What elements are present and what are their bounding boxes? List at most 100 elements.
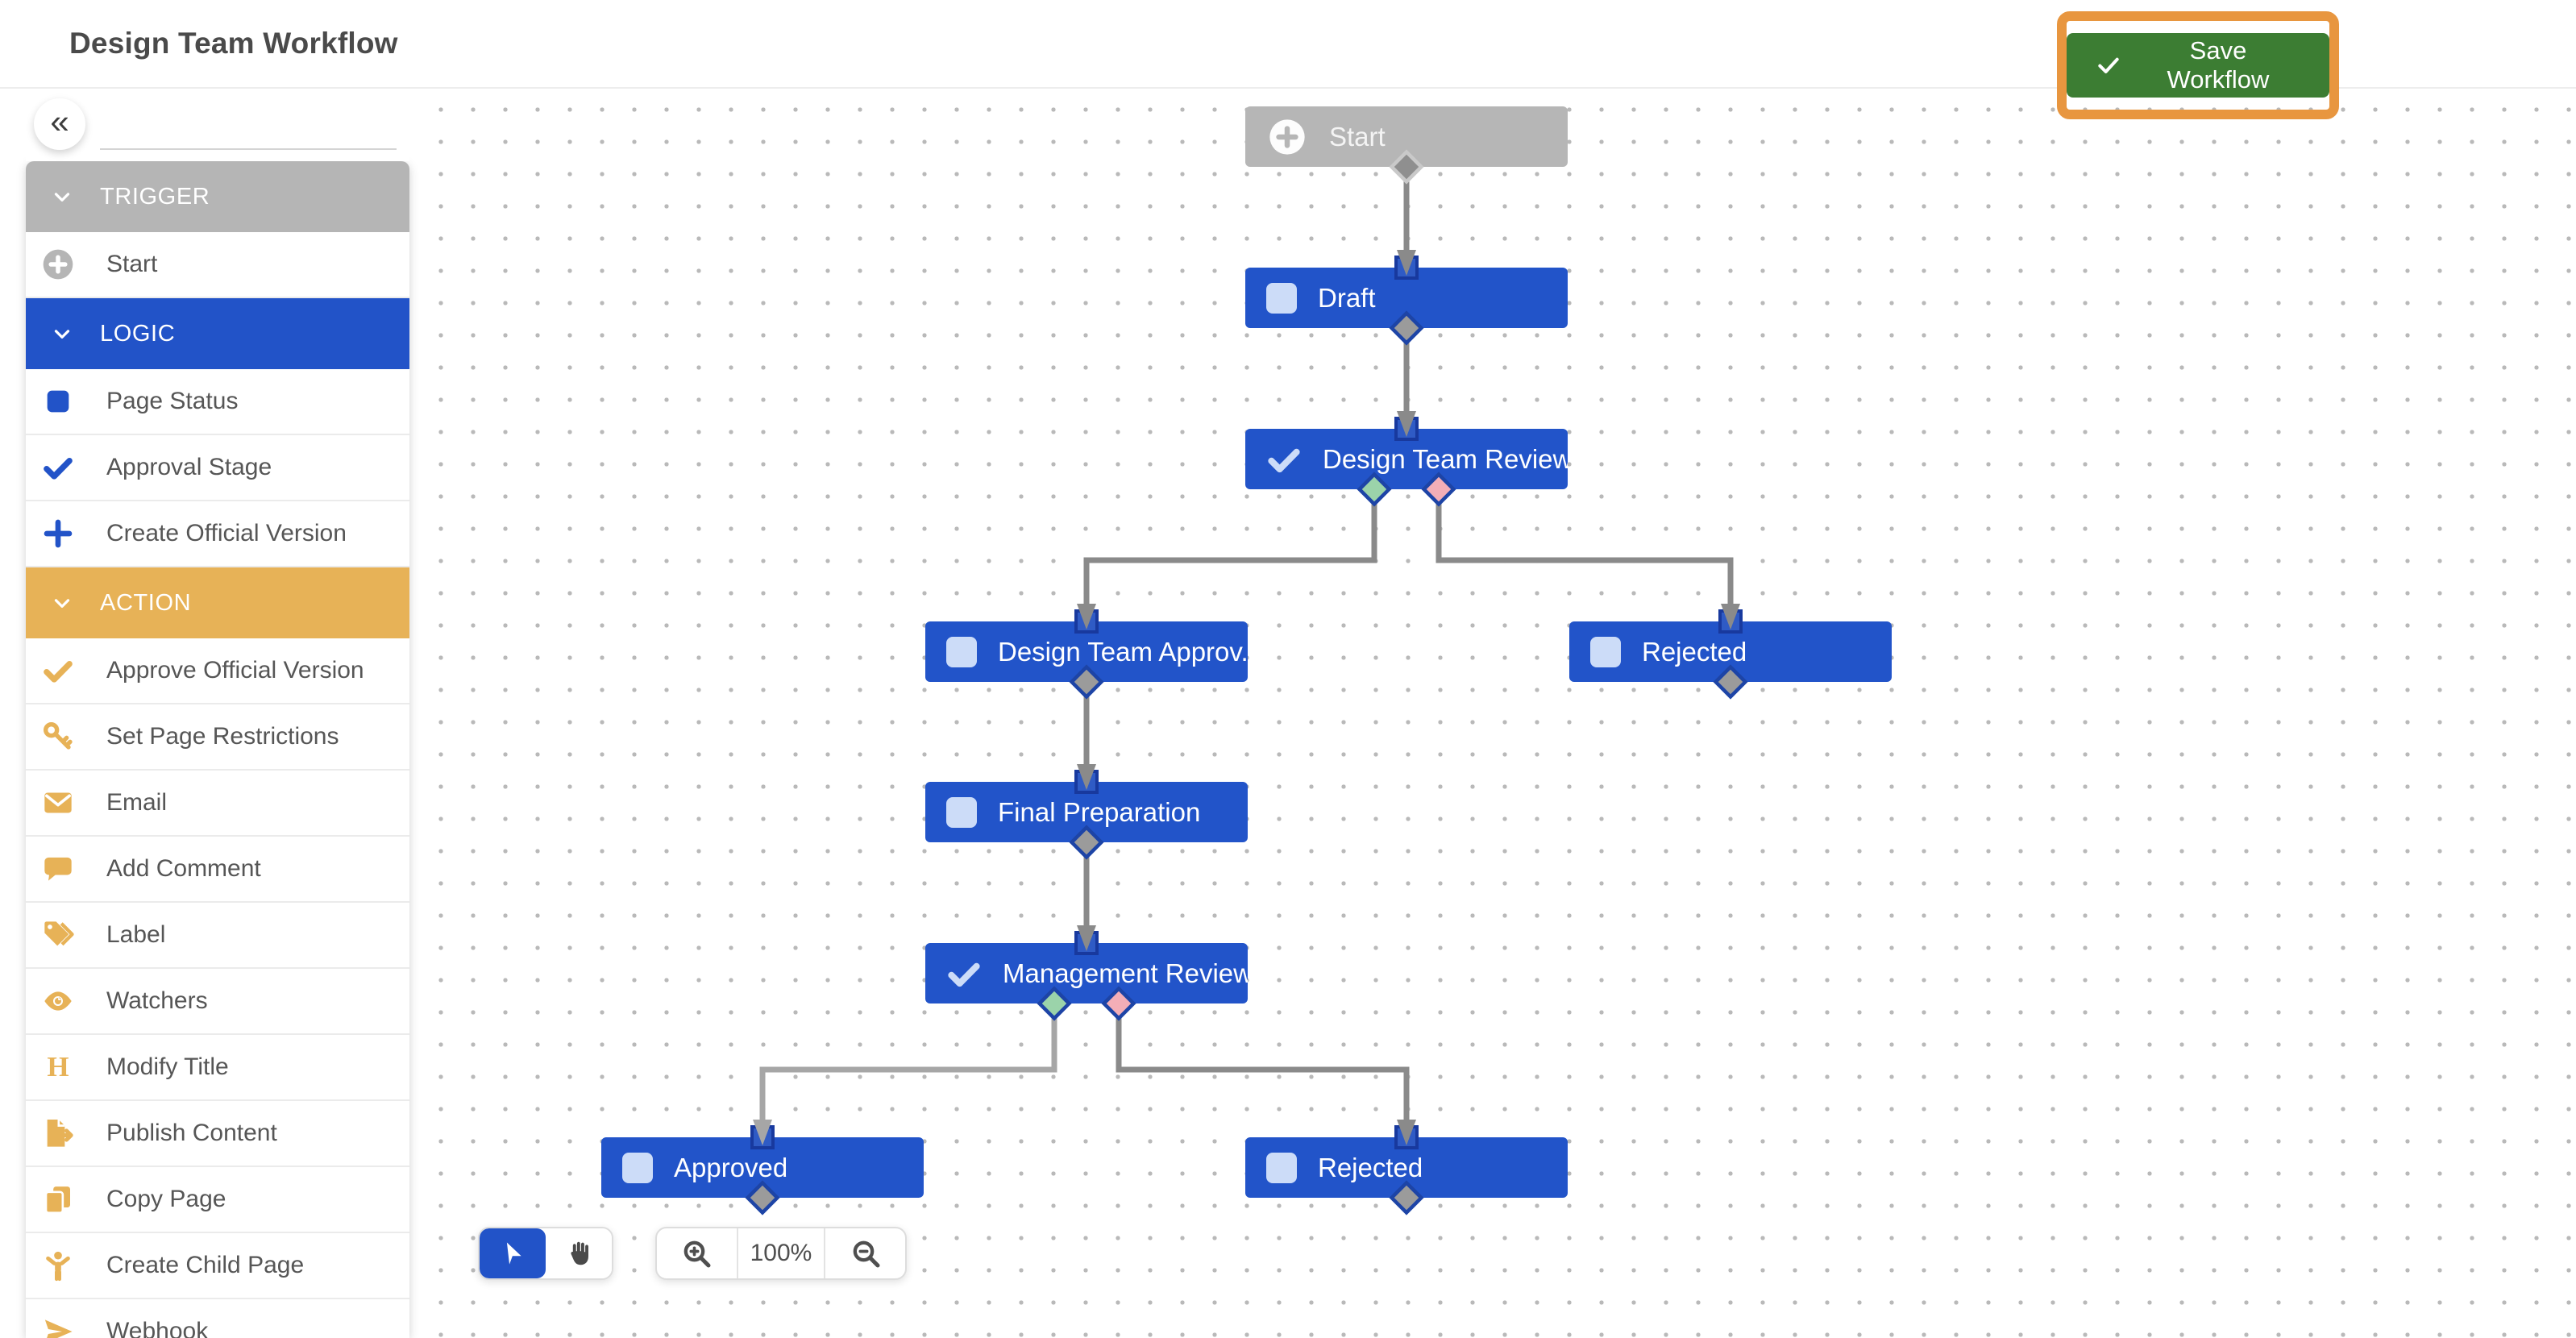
sidebar-item-label: Email xyxy=(106,789,168,816)
square-icon xyxy=(1590,636,1621,667)
sidebar-item-label: Approve Official Version xyxy=(106,657,364,684)
check-icon xyxy=(39,451,77,484)
send-icon xyxy=(39,1315,77,1338)
sidebar-palette: TRIGGER Start LOGIC Page Status Approval… xyxy=(26,161,409,1338)
node-label: Final Preparation xyxy=(998,796,1201,827)
circle-plus-icon xyxy=(1266,116,1308,158)
sidebar-item-label[interactable]: Label xyxy=(26,903,409,969)
heading-icon: H xyxy=(39,1051,77,1083)
node-label: Rejected xyxy=(1642,636,1747,667)
node-label: Approved xyxy=(674,1152,788,1182)
node-label: Design Team Approv. xyxy=(998,636,1248,667)
sidebar-item-approve-official-version[interactable]: Approve Official Version xyxy=(26,638,409,704)
zoom-out-icon xyxy=(850,1237,882,1269)
cursor-tool-button[interactable] xyxy=(480,1228,546,1278)
highlight-annotation: Save Workflow xyxy=(2057,11,2339,119)
sidebar-section-label: LOGIC xyxy=(100,320,176,347)
sidebar-section-label: ACTION xyxy=(100,589,192,616)
workflow-node-fp[interactable]: Final Preparation xyxy=(925,782,1248,842)
zoom-controls: 100% xyxy=(655,1227,907,1280)
zoom-in-icon xyxy=(680,1237,713,1269)
chevron-double-left-icon: « xyxy=(50,102,69,140)
node-label: Management Review xyxy=(1003,958,1248,988)
sidebar-section-header-logic[interactable]: LOGIC xyxy=(26,298,409,369)
sidebar-item-webhook[interactable]: Webhook xyxy=(26,1299,409,1338)
page-title: Design Team Workflow xyxy=(69,27,398,60)
sidebar-item-start[interactable]: Start xyxy=(26,232,409,298)
sidebar-item-label: Watchers xyxy=(106,987,208,1014)
sidebar-item-copy-page[interactable]: Copy Page xyxy=(26,1167,409,1233)
square-icon xyxy=(1266,1152,1297,1183)
workflow-node-rej1[interactable]: Rejected xyxy=(1569,621,1892,682)
chevron-down-icon xyxy=(50,185,74,209)
sidebar-item-label: Create Official Version xyxy=(106,520,347,546)
sidebar-filter-input[interactable] xyxy=(100,111,397,150)
node-label: Rejected xyxy=(1318,1152,1423,1182)
chevron-down-icon xyxy=(50,591,74,615)
sidebar-item-label: Publish Content xyxy=(106,1120,277,1146)
workflow-canvas[interactable]: Start Draft Design Team Review Design Te… xyxy=(411,89,2576,1338)
sidebar-item-set-page-restrictions[interactable]: Set Page Restrictions xyxy=(26,704,409,771)
check-icon xyxy=(946,956,982,991)
sidebar-collapse-button[interactable]: « xyxy=(34,98,85,150)
sidebar-section-header-trigger[interactable]: TRIGGER xyxy=(26,161,409,232)
sidebar-item-create-official-version[interactable]: Create Official Version xyxy=(26,501,409,567)
sidebar-item-label: Approval Stage xyxy=(106,454,272,480)
circle-plus-icon xyxy=(39,247,77,282)
workflow-node-dtr[interactable]: Design Team Review xyxy=(1245,429,1568,489)
sidebar-item-email[interactable]: Email xyxy=(26,771,409,837)
envelope-icon xyxy=(39,787,77,819)
sidebar-item-label: Modify Title xyxy=(106,1053,229,1080)
sidebar-item-label: Label xyxy=(106,921,166,948)
sidebar-item-label: Create Child Page xyxy=(106,1252,305,1278)
sidebar-item-create-child-page[interactable]: Create Child Page xyxy=(26,1233,409,1299)
check-icon xyxy=(39,654,77,687)
sidebar-item-approval-stage[interactable]: Approval Stage xyxy=(26,435,409,501)
workflow-node-app[interactable]: Approved xyxy=(601,1137,924,1198)
edge-dtr-rej1[interactable] xyxy=(1435,489,1734,626)
chevron-down-icon xyxy=(50,322,74,346)
sidebar-item-page-status[interactable]: Page Status xyxy=(26,369,409,435)
check-icon xyxy=(1266,442,1302,477)
key-icon xyxy=(39,721,77,753)
workflow-node-dta[interactable]: Design Team Approv. xyxy=(925,621,1248,682)
sidebar-item-label: Copy Page xyxy=(106,1186,226,1212)
check-icon xyxy=(2096,52,2121,78)
node-label: Draft xyxy=(1318,282,1376,313)
sidebar-item-label: Start xyxy=(106,251,158,277)
edge-mr-app[interactable] xyxy=(759,1004,1057,1142)
hand-icon xyxy=(564,1239,593,1268)
square-icon xyxy=(622,1152,653,1183)
square-icon xyxy=(39,385,77,418)
cursor-icon xyxy=(499,1240,526,1267)
publish-icon xyxy=(39,1117,77,1149)
square-icon xyxy=(1266,282,1297,314)
save-workflow-button[interactable]: Save Workflow xyxy=(2067,33,2329,98)
sidebar-section-header-action[interactable]: ACTION xyxy=(26,567,409,638)
workflow-node-rej2[interactable]: Rejected xyxy=(1245,1137,1568,1198)
sidebar-header: « xyxy=(26,90,409,161)
zoom-level: 100% xyxy=(736,1228,826,1278)
edge-dtr-dta[interactable] xyxy=(1083,489,1377,626)
workflow-node-start[interactable]: Start xyxy=(1245,106,1568,167)
comment-icon xyxy=(39,853,77,885)
square-icon xyxy=(946,796,977,828)
sidebar-item-modify-title[interactable]: H Modify Title xyxy=(26,1035,409,1101)
square-icon xyxy=(946,636,977,667)
node-label: Design Team Review xyxy=(1323,443,1568,474)
sidebar-item-add-comment[interactable]: Add Comment xyxy=(26,837,409,903)
zoom-out-button[interactable] xyxy=(825,1228,905,1278)
zoom-in-button[interactable] xyxy=(657,1228,737,1278)
workflow-node-draft[interactable]: Draft xyxy=(1245,268,1568,328)
sidebar-item-label: Add Comment xyxy=(106,855,261,882)
svg-text:H: H xyxy=(47,1051,69,1082)
sidebar-item-watchers[interactable]: Watchers xyxy=(26,969,409,1035)
node-label: Start xyxy=(1329,121,1386,152)
tags-icon xyxy=(39,919,77,951)
child-icon xyxy=(39,1249,77,1282)
edge-mr-rej2[interactable] xyxy=(1116,1004,1410,1142)
hand-tool-button[interactable] xyxy=(546,1228,612,1278)
workflow-node-mr[interactable]: Management Review xyxy=(925,943,1248,1004)
sidebar-item-publish-content[interactable]: Publish Content xyxy=(26,1101,409,1167)
sidebar-section-label: TRIGGER xyxy=(100,183,210,210)
